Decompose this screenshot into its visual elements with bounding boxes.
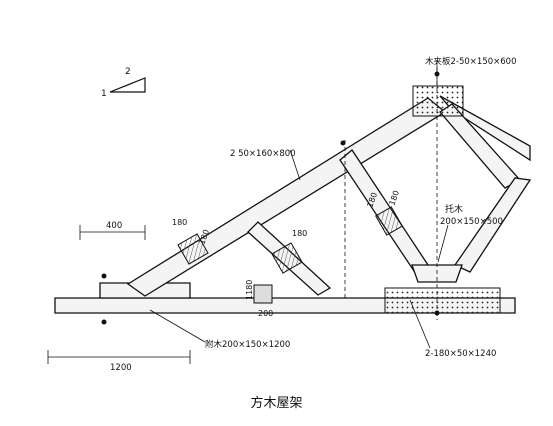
bolt xyxy=(434,310,440,316)
bolt xyxy=(101,319,107,325)
dim-400: 400 xyxy=(106,221,122,231)
bolt xyxy=(101,273,107,279)
label-bracket-size: 200×150×500 xyxy=(440,217,503,227)
label-splint-top: 木夹板2-50×150×600 xyxy=(425,56,516,67)
bolt xyxy=(340,140,346,146)
joint-detail-a xyxy=(177,233,209,265)
heel-block xyxy=(253,284,273,304)
dim-180-d: 180 xyxy=(387,189,401,206)
label-bracket: 托木 xyxy=(445,203,463,215)
joint-detail-b xyxy=(271,242,303,274)
diagram-caption: 方木屋架 xyxy=(250,396,303,411)
dim-1180: 1180 xyxy=(245,280,254,300)
leader-attached-wood xyxy=(149,309,206,343)
leader-bracket xyxy=(437,224,449,263)
dim-180-b: 180 xyxy=(292,229,307,238)
label-attached-wood: 附木200×150×1200 xyxy=(205,339,290,350)
bottom-splint xyxy=(384,287,501,314)
right-diagonal-lower xyxy=(454,177,532,273)
dim-200: 200 xyxy=(258,309,273,318)
slope-rise: 1 xyxy=(101,89,107,99)
dim-1200: 1200 xyxy=(110,363,132,373)
slope-run: 2 xyxy=(125,67,131,77)
slope-triangle xyxy=(109,77,146,93)
leader-rafter-pair xyxy=(289,149,301,181)
leader-bottom-pair xyxy=(409,299,431,349)
joint-detail-c xyxy=(375,206,403,236)
label-rafter-pair: 2 50×160×800 xyxy=(230,149,296,159)
top-splint xyxy=(412,85,464,117)
label-bottom-pair: 2-180×50×1240 xyxy=(425,349,496,359)
dim-180-a: 180 xyxy=(172,218,187,227)
